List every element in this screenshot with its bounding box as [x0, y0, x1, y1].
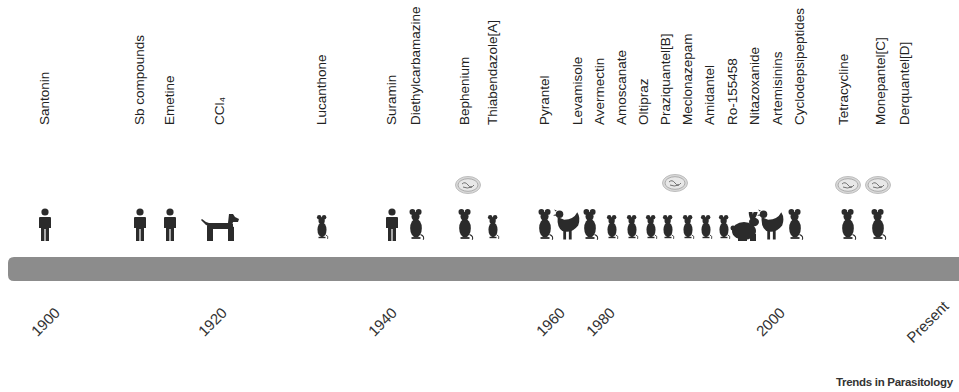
- drug-name: Thiabendazole[A]: [485, 20, 501, 125]
- year-label: Present: [903, 297, 952, 346]
- drug-name: CCl₄: [212, 97, 228, 125]
- in-vitro-dishes: [456, 175, 891, 194]
- drug-name: Diethylcarbamazine: [408, 6, 424, 125]
- year-label: 1980: [582, 304, 618, 340]
- timeline-bar: [8, 257, 959, 281]
- drug-name: Oltipraz: [636, 78, 652, 125]
- drug-name: Ro-155458: [725, 58, 741, 125]
- drug-name: Levamisole: [570, 57, 586, 125]
- drug-name: Lucanthone: [314, 54, 330, 125]
- drug-name: Cyclodepsipeptides: [792, 8, 808, 125]
- year-label: 2000: [752, 304, 788, 340]
- drug-name: Bephenium: [457, 57, 473, 125]
- drug-name: Amidantel: [702, 65, 718, 125]
- year-label: 1900: [27, 304, 63, 340]
- drug-name: Meclonazepam: [680, 33, 696, 125]
- drug-name: Emetine: [162, 75, 178, 125]
- drug-name: Santonin: [37, 72, 53, 125]
- drug-name: Avermectin: [592, 58, 608, 125]
- journal-mark: Trends in Parasitology: [836, 376, 953, 388]
- drug-name: Pyrantel: [537, 75, 553, 125]
- drug-name: Sb compounds: [132, 35, 148, 125]
- year-label: 1940: [364, 304, 400, 340]
- drug-name: Amoscanate: [614, 50, 630, 125]
- year-label: 1920: [194, 304, 230, 340]
- drug-name: Monepantel[C]: [873, 37, 889, 125]
- drug-name: Praziquantel[B]: [658, 33, 674, 125]
- host-icons: [39, 208, 886, 241]
- drug-name: Artemisinins: [770, 51, 786, 125]
- drug-name: Suramin: [384, 75, 400, 125]
- drug-name: Tetracycline: [836, 54, 852, 125]
- drug-name: Nitazoxanide: [747, 47, 763, 125]
- year-label: 1960: [532, 304, 568, 340]
- drug-name: Derquantel[D]: [897, 42, 913, 125]
